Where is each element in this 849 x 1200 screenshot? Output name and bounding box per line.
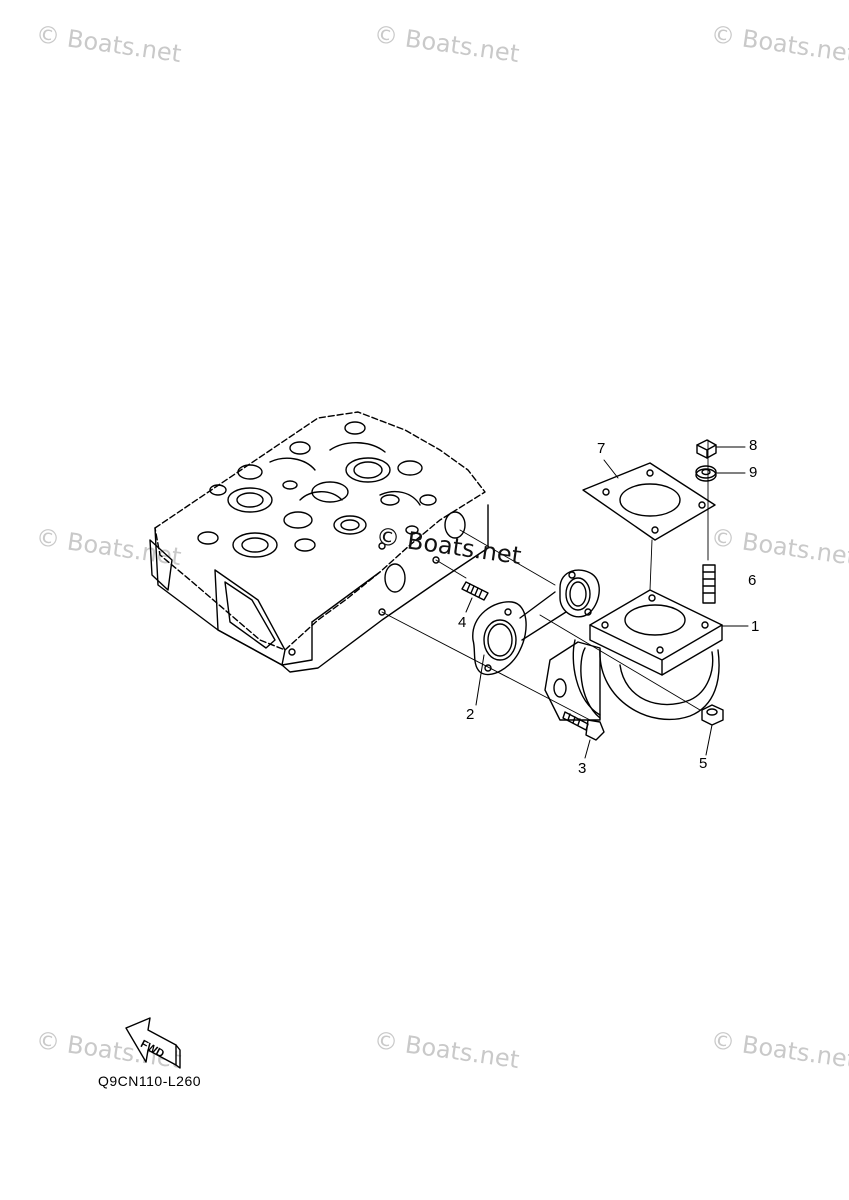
- part-4-stud: [461, 581, 489, 601]
- part-9-washer: [695, 465, 717, 482]
- callout-6: 6: [748, 572, 757, 589]
- part-7-gasket: [582, 462, 716, 541]
- fwd-arrow-icon: [125, 1017, 181, 1069]
- assembly-lines: [381, 439, 709, 721]
- callout-2: 2: [466, 706, 475, 723]
- callout-5: 5: [699, 755, 708, 772]
- callout-3: 3: [578, 760, 587, 777]
- part-2-gasket: [472, 569, 600, 676]
- callout-1: 1: [751, 618, 760, 635]
- callout-7: 7: [597, 440, 606, 457]
- part-1-exhaust-elbow: [544, 589, 723, 721]
- leader-lines: [465, 446, 749, 759]
- callout-9: 9: [749, 464, 758, 481]
- part-8-nut: [696, 439, 717, 459]
- callout-4: 4: [458, 614, 467, 631]
- cylinder-head: [149, 411, 489, 673]
- part-3-bolt: [562, 711, 605, 741]
- callout-8: 8: [749, 437, 758, 454]
- part-5-nut: [701, 704, 724, 726]
- part-6-stud: [702, 564, 716, 604]
- figure-code: Q9CN110-L260: [98, 1073, 202, 1089]
